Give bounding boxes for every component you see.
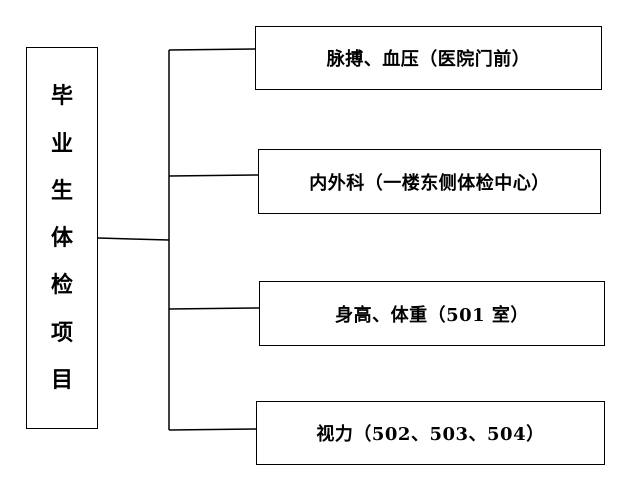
root-char: 目 bbox=[50, 366, 73, 393]
branch-connector-2 bbox=[168, 174, 259, 177]
item-label: 视力（502、503、504） bbox=[316, 424, 545, 445]
root-char: 生 bbox=[50, 177, 73, 204]
root-char: 毕 bbox=[50, 83, 73, 110]
branch-connector-1 bbox=[168, 48, 256, 51]
root-connector bbox=[97, 237, 170, 241]
item-pulse-blood-pressure: 脉搏、血压（医院门前） bbox=[255, 26, 602, 90]
item-vision: 视力（502、503、504） bbox=[256, 401, 605, 465]
branch-connector-3 bbox=[168, 307, 260, 310]
root-char: 检 bbox=[50, 272, 73, 299]
item-height-weight: 身高、体重（501 室） bbox=[259, 281, 605, 346]
item-label: 身高、体重（501 室） bbox=[335, 304, 529, 326]
item-label: 脉搏、血压（医院门前） bbox=[326, 49, 531, 70]
root-char: 业 bbox=[50, 130, 73, 157]
root-char: 项 bbox=[50, 319, 73, 346]
root-node-graduate-exam-items: 毕 业 生 体 检 项 目 bbox=[26, 47, 98, 429]
item-internal-surgery: 内外科（一楼东侧体检中心） bbox=[258, 149, 601, 214]
item-label: 内外科（一楼东侧体检中心） bbox=[309, 172, 550, 194]
branch-connector-4 bbox=[168, 428, 257, 431]
root-char: 体 bbox=[50, 225, 73, 251]
